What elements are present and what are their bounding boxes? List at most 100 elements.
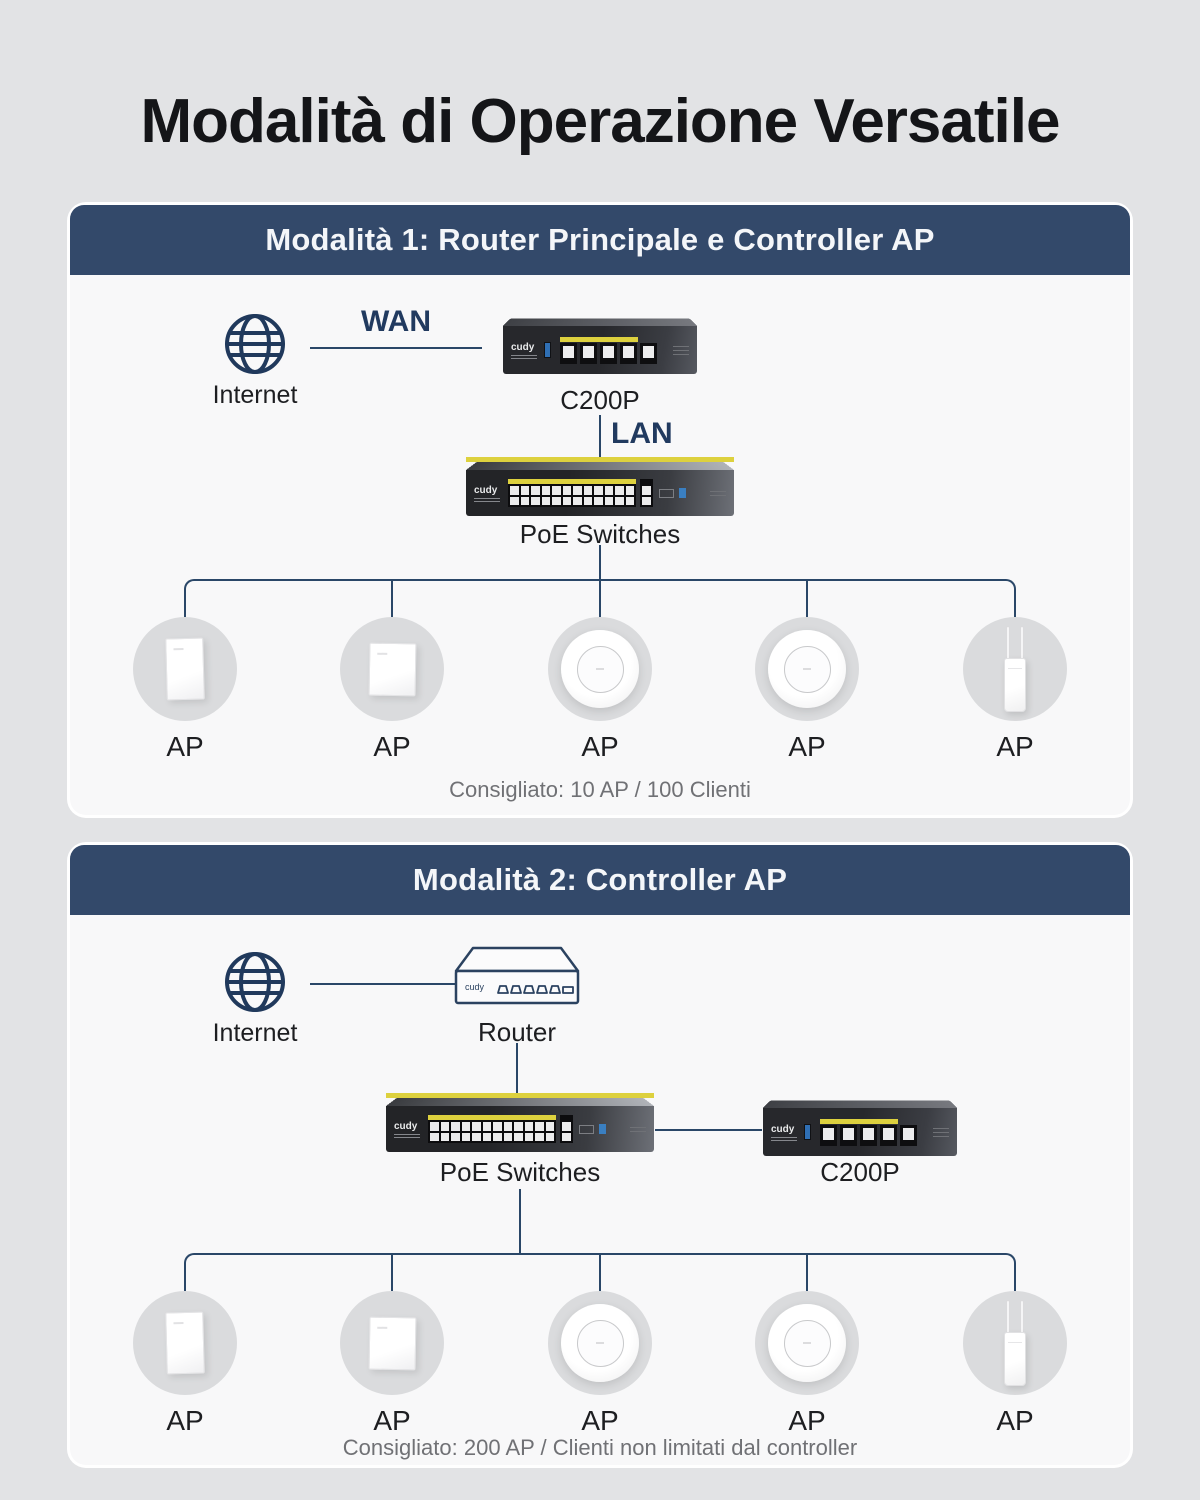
internet-link-line bbox=[310, 983, 482, 985]
device-brand: cudy bbox=[771, 1124, 797, 1141]
branch-line bbox=[806, 1253, 808, 1291]
ceiling-ap-icon bbox=[768, 1304, 846, 1382]
mode2-panel: Modalità 2: Controller AP Internet cudy … bbox=[70, 845, 1130, 1465]
ap-node-wall-2: AP bbox=[340, 617, 444, 762]
ap-label: AP bbox=[166, 731, 204, 762]
wall-ap-icon bbox=[165, 1311, 205, 1375]
ap-circle bbox=[963, 617, 1067, 721]
poe-switches-label: PoE Switches bbox=[439, 1157, 601, 1187]
usb-port bbox=[544, 342, 551, 358]
ap-node-ceiling-2: AP bbox=[755, 1291, 859, 1436]
ap-node-ceiling-2: AP bbox=[755, 617, 859, 762]
outdoor-ap-icon bbox=[1001, 626, 1029, 712]
status-leds bbox=[933, 1127, 949, 1137]
status-leds bbox=[710, 490, 726, 496]
switch-c200p-line bbox=[655, 1129, 762, 1131]
device-brand: cudy bbox=[511, 342, 537, 359]
poe-yellow-strip bbox=[820, 1118, 898, 1124]
ceiling-ap-icon bbox=[768, 630, 846, 708]
ap-circle bbox=[133, 1291, 237, 1395]
branch-line bbox=[806, 579, 808, 617]
ap-label: AP bbox=[581, 731, 619, 762]
branch-line bbox=[391, 579, 393, 617]
poe-yellow-strip bbox=[560, 336, 638, 342]
ap-label: AP bbox=[373, 1405, 411, 1436]
internet-label: Internet bbox=[212, 1019, 298, 1047]
ceiling-ap-icon bbox=[561, 1304, 639, 1382]
device-front-face: cudy bbox=[763, 1108, 957, 1156]
device-brand: cudy bbox=[394, 1121, 420, 1138]
ethernet-ports-24 bbox=[508, 479, 636, 507]
ap-circle bbox=[133, 617, 237, 721]
ethernet-ports bbox=[560, 336, 657, 364]
ap-node-ceiling-1: AP bbox=[548, 617, 652, 762]
ap-node-wall-1: AP bbox=[133, 1291, 237, 1436]
ap-label: AP bbox=[788, 731, 826, 762]
poe-switches-label: PoE Switches bbox=[519, 519, 681, 549]
lan-link-line bbox=[599, 415, 601, 459]
wall-ap-icon bbox=[368, 1316, 416, 1370]
router-switch-line bbox=[516, 1043, 518, 1093]
power-led bbox=[598, 1124, 606, 1134]
ap-circle bbox=[340, 1291, 444, 1395]
status-leds bbox=[673, 345, 689, 355]
device-top-face bbox=[466, 461, 734, 470]
ap-node-wall-2: AP bbox=[340, 1291, 444, 1436]
wall-ap-icon bbox=[165, 637, 205, 701]
sfp-slot bbox=[578, 1124, 594, 1134]
device-front-face: cudy bbox=[466, 457, 734, 516]
ap-node-wall-1: AP bbox=[133, 617, 237, 762]
device-top-face bbox=[763, 1100, 957, 1108]
poe-yellow-strip bbox=[428, 1115, 556, 1120]
internet-globe-icon bbox=[225, 952, 285, 1012]
internet-globe-icon bbox=[225, 314, 285, 374]
power-led bbox=[678, 488, 686, 498]
router-label: Router bbox=[477, 1017, 557, 1047]
poe-switch-device: cudy bbox=[466, 457, 734, 516]
ap-circle bbox=[755, 1291, 859, 1395]
poe-yellow-strip bbox=[508, 479, 636, 484]
ceiling-ap-icon bbox=[561, 630, 639, 708]
switch-feed-line bbox=[519, 1189, 521, 1253]
branch-line bbox=[599, 579, 601, 617]
branch-line bbox=[391, 1253, 393, 1291]
ap-circle bbox=[340, 617, 444, 721]
ap-circle bbox=[755, 617, 859, 721]
outdoor-ap-icon bbox=[1001, 1300, 1029, 1386]
wall-ap-icon bbox=[368, 642, 416, 696]
ethernet-ports-24 bbox=[428, 1115, 556, 1143]
svg-text:cudy: cudy bbox=[465, 982, 485, 992]
uplink-ports bbox=[386, 1093, 654, 1143]
ap-label: AP bbox=[788, 1405, 826, 1436]
ap-label: AP bbox=[581, 1405, 619, 1436]
ap-node-ceiling-1: AP bbox=[548, 1291, 652, 1436]
status-leds bbox=[630, 1126, 646, 1132]
sfp-slot bbox=[658, 488, 674, 498]
c200p-device: cudy bbox=[763, 1097, 957, 1156]
wan-link-line bbox=[310, 347, 482, 349]
ap-circle bbox=[548, 1291, 652, 1395]
c200p-label: C200P bbox=[560, 385, 640, 415]
branch-line bbox=[599, 1253, 601, 1291]
uplink-ports bbox=[466, 457, 734, 507]
ap-label: AP bbox=[996, 731, 1034, 762]
mode1-caption: Consigliato: 10 AP / 100 Clienti bbox=[449, 777, 751, 802]
ap-circle bbox=[963, 1291, 1067, 1395]
router-icon: cudy bbox=[454, 946, 580, 1005]
mode1-panel: Modalità 1: Router Principale e Controll… bbox=[70, 205, 1130, 815]
page-title: Modalità di Operazione Versatile bbox=[140, 87, 1061, 156]
device-front-face: cudy bbox=[386, 1093, 654, 1152]
ap-label: AP bbox=[996, 1405, 1034, 1436]
ethernet-ports bbox=[820, 1118, 917, 1146]
c200p-label: C200P bbox=[820, 1157, 900, 1187]
ap-label: AP bbox=[166, 1405, 204, 1436]
ap-node-outdoor: AP bbox=[963, 1291, 1067, 1436]
ap-circle bbox=[548, 617, 652, 721]
mode1-header: Modalità 1: Router Principale e Controll… bbox=[70, 205, 1130, 275]
mode2-caption: Consigliato: 200 AP / Clienti non limita… bbox=[342, 1435, 858, 1460]
ap-node-outdoor: AP bbox=[963, 617, 1067, 762]
usb-port bbox=[804, 1124, 811, 1140]
device-brand: cudy bbox=[474, 485, 500, 502]
device-top-face bbox=[503, 318, 697, 326]
